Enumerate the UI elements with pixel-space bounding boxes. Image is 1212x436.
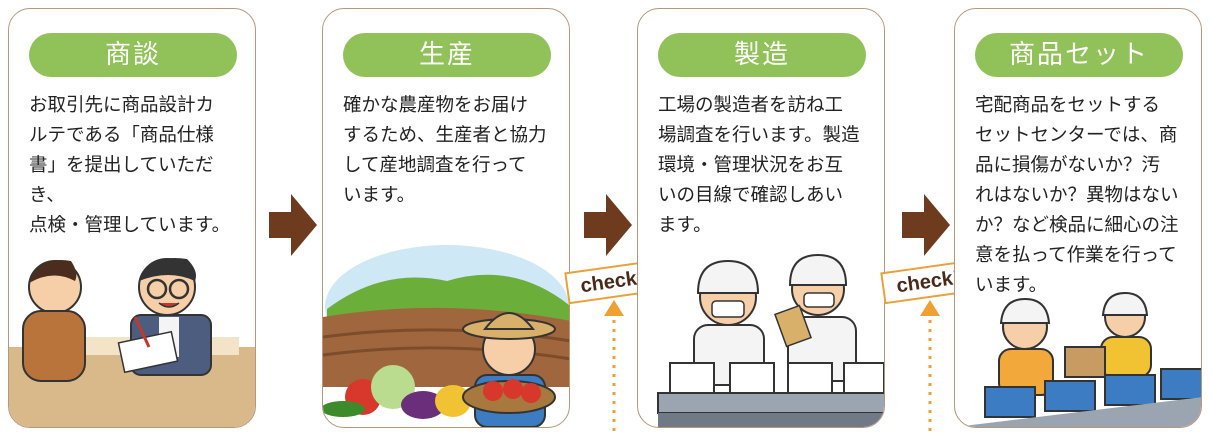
desc-line: いの目線で確認しあい [658, 185, 844, 206]
step-title: 商談 [29, 33, 237, 77]
step-card-product-set: 商品セット 宅配商品をセットする セットセンターでは、商 品に損傷がないか？汚 … [954, 8, 1202, 428]
right-arrow-icon [584, 194, 632, 256]
meeting-illustration [9, 257, 255, 427]
dotted-up-arrow-icon [920, 300, 940, 436]
step-description: 確かな農産物をお届け するため、生産者と協力 して産地調査を行って います。 [343, 91, 555, 211]
desc-line: 環境・管理状況をお互 [658, 155, 844, 176]
desc-line: セットセンターでは、商 [975, 125, 1178, 146]
desc-line: 書」を提出していただき、 [29, 155, 214, 206]
step-title: 製造 [658, 33, 866, 77]
desc-line: います。 [343, 185, 416, 206]
desc-line: ます。 [658, 215, 712, 236]
step-card-negotiation: 商談 お取引先に商品設計カ ルテである「商品仕様 書」を提出していただき、 点検… [8, 8, 256, 428]
step-description: お取引先に商品設計カ ルテである「商品仕様 書」を提出していただき、 点検・管理… [29, 91, 241, 241]
desc-line: して産地調査を行って [343, 155, 527, 176]
step-description: 工場の製造者を訪ね工 場調査を行います。製造 環境・管理状況をお互 いの目線で確… [658, 91, 870, 241]
desc-line: 確かな農産物をお届け [343, 95, 529, 116]
desc-line: 宅配商品をセットする [975, 95, 1161, 116]
factory-workers-illustration [657, 253, 884, 427]
step-description: 宅配商品をセットする セットセンターでは、商 品に損傷がないか？汚 れはないか？… [975, 91, 1187, 301]
farm-vegetables-illustration [323, 245, 569, 427]
desc-line: 工場の製造者を訪ね工 [658, 95, 844, 116]
desc-line: お取引先に商品設計カ [29, 95, 215, 116]
desc-line: います。 [975, 275, 1048, 296]
desc-line: 点検・管理しています。 [29, 215, 231, 236]
step-card-production: 生産 確かな農産物をお届け するため、生産者と協力 して産地調査を行って います… [322, 8, 570, 428]
desc-line: 意を払って作業を行って [975, 245, 1177, 266]
step-title: 商品セット [975, 33, 1183, 77]
right-arrow-icon [269, 194, 317, 256]
dotted-up-arrow-icon [604, 300, 624, 436]
right-arrow-icon [902, 194, 950, 256]
desc-line: 場調査を行います。製造 [658, 125, 860, 146]
packing-workers-illustration [955, 291, 1201, 427]
desc-line: するため、生産者と協力 [343, 125, 547, 146]
desc-line: か？など検品に細心の注 [975, 215, 1179, 236]
step-card-manufacturing: 製造 工場の製造者を訪ね工 場調査を行います。製造 環境・管理状況をお互 いの目… [637, 8, 885, 428]
desc-line: れはないか？異物はない [975, 185, 1179, 206]
desc-line: ルテである「商品仕様 [29, 125, 214, 146]
step-title: 生産 [343, 33, 551, 77]
desc-line: 品に損傷がないか？汚 [975, 155, 1161, 176]
